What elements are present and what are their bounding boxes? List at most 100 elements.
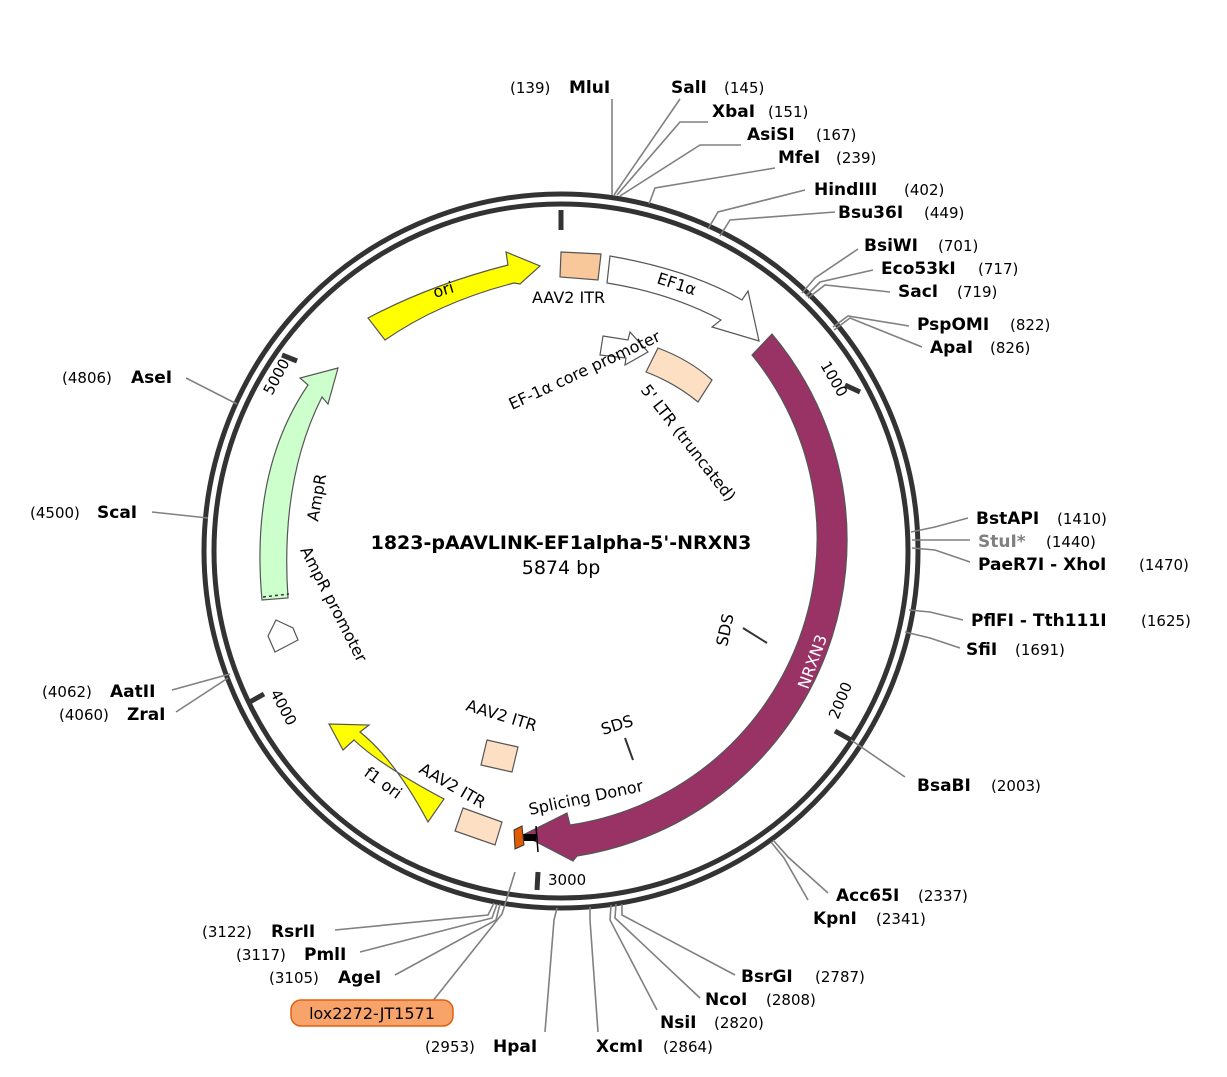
enzyme-name-rsrii[interactable]: RsrII	[271, 922, 315, 942]
leader-lox	[431, 871, 516, 1003]
enzyme-name-bsu36i[interactable]: Bsu36I	[838, 203, 903, 223]
enzyme-labels: (139) MluI SalI (145) XbaI (151) AsiSI (…	[30, 78, 1191, 1057]
tick-mark-1000	[843, 382, 862, 395]
enzyme-name-aatii[interactable]: AatII	[110, 682, 155, 702]
f1-ori-arrow[interactable]	[327, 723, 445, 824]
ltr-label: 5' LTR (truncated)	[637, 381, 740, 505]
lox-label: lox2272-JT1571	[309, 1004, 435, 1023]
enzyme-pos-nsii: (2820)	[714, 1014, 764, 1032]
enzyme-pos-zrai: (4060)	[59, 706, 109, 724]
enzyme-name-bsrgi[interactable]: BsrGI	[741, 967, 793, 987]
enzyme-pos-xcmi: (2864)	[663, 1038, 713, 1056]
enzyme-name-zrai[interactable]: ZraI	[127, 705, 166, 725]
tick-label-2000: 2000	[825, 679, 856, 721]
enzyme-name-acc65i[interactable]: Acc65I	[836, 886, 899, 906]
enzyme-name-asei[interactable]: AseI	[131, 368, 172, 388]
plasmid-title: 1823-pAAVLINK-EF1alpha-5'-NRXN3	[371, 532, 752, 554]
aav2-itr-top-box[interactable]	[559, 251, 602, 281]
enzyme-name-hindiii[interactable]: HindIII	[814, 180, 877, 200]
enzyme-name-hpai[interactable]: HpaI	[493, 1037, 537, 1057]
leader-sali	[613, 98, 681, 196]
enzyme-pos-saci: (719)	[957, 283, 997, 301]
enzyme-name-saci[interactable]: SacI	[898, 282, 938, 302]
plasmid-size: 5874 bp	[522, 557, 601, 579]
leader-bstapi	[910, 517, 969, 533]
ef1a-arrow[interactable]	[606, 255, 760, 342]
enzyme-name-bsiwi[interactable]: BsiWI	[864, 236, 918, 256]
leader-paer7i-xhoi	[911, 547, 971, 563]
leader-kpni	[770, 841, 809, 901]
leader-ncoi	[614, 903, 701, 999]
enzyme-pos-bsiwi: (701)	[938, 237, 978, 255]
nrxn3-arrow[interactable]	[521, 333, 848, 862]
enzyme-name-scai[interactable]: ScaI	[97, 503, 137, 523]
tick-mark-2000	[833, 728, 853, 743]
leader-acc65i	[772, 839, 829, 894]
enzyme-name-asisi[interactable]: AsiSI	[747, 125, 795, 145]
enzyme-pos-acc65i: (2337)	[918, 887, 968, 905]
leader-bsabi	[850, 739, 906, 778]
enzyme-name-nsii[interactable]: NsiI	[660, 1013, 697, 1033]
enzyme-name-sfii[interactable]: SfiI	[966, 640, 997, 660]
enzyme-name-mlui[interactable]: MluI	[569, 78, 610, 98]
lox-mark[interactable]	[513, 825, 525, 850]
enzyme-name-pflfi-tth111i[interactable]: PflFI - Tth111I	[971, 611, 1107, 631]
enzyme-name-paer7i-xhoi[interactable]: PaeR7I - XhoI	[978, 555, 1106, 575]
leader-saci	[807, 284, 891, 299]
backbone-outer-ring	[201, 191, 921, 911]
enzyme-name-apai[interactable]: ApaI	[930, 338, 973, 358]
tick-label-5000: 5000	[260, 356, 294, 398]
leader-sfii	[904, 631, 961, 649]
leader-agei	[394, 903, 501, 976]
f1-ori-label: f1 ori	[361, 763, 406, 803]
aav2-itr-inner-label: AAV2 ITR	[464, 696, 539, 736]
enzyme-leaders	[151, 98, 971, 1033]
leader-bsrgi	[621, 904, 736, 976]
enzyme-pos-bstapi: (1410)	[1057, 510, 1107, 528]
enzyme-pos-sali: (145)	[724, 79, 764, 97]
enzyme-name-bsabi[interactable]: BsaBI	[917, 776, 971, 796]
enzyme-pos-bsu36i: (449)	[924, 204, 964, 222]
enzyme-pos-aatii: (4062)	[42, 683, 92, 701]
enzyme-pos-pmli: (3117)	[236, 946, 286, 964]
leader-bsiwi	[801, 248, 859, 294]
leader-asisi	[619, 144, 741, 197]
enzyme-name-xcmi[interactable]: XcmI	[596, 1037, 643, 1057]
tick-label-3000: 3000	[548, 871, 586, 889]
leader-xcmi	[589, 907, 599, 1033]
enzyme-pos-stui: (1440)	[1046, 533, 1096, 551]
enzyme-name-pmli[interactable]: PmlI	[304, 945, 346, 965]
ampr-promoter-arrow[interactable]	[267, 619, 299, 653]
ef1a-core-arrow[interactable]	[599, 330, 649, 367]
aav2-itr-lower-box[interactable]	[454, 807, 503, 846]
lox-badge[interactable]	[290, 999, 454, 1027]
backbone-inner-ring	[211, 201, 911, 901]
aav2-itr-inner-box[interactable]	[480, 739, 519, 773]
enzyme-name-stui[interactable]: StuI*	[978, 532, 1026, 552]
enzyme-name-eco53ki[interactable]: Eco53kI	[881, 259, 956, 279]
leader-pmli	[359, 903, 498, 953]
sds-2-mark	[624, 737, 634, 761]
ampr-arrow[interactable]	[259, 367, 339, 601]
enzyme-name-sali[interactable]: SalI	[671, 78, 707, 98]
enzyme-name-kpni[interactable]: KpnI	[813, 909, 857, 929]
ampr-split	[262, 593, 290, 598]
enzyme-pos-pflfi-tth111i: (1625)	[1141, 612, 1191, 630]
enzyme-name-pspomi[interactable]: PspOMI	[917, 315, 989, 335]
enzyme-name-ncoi[interactable]: NcoI	[705, 990, 747, 1010]
leader-hpai	[544, 907, 558, 1033]
enzyme-name-agei[interactable]: AgeI	[338, 968, 381, 988]
ori-arrow[interactable]	[367, 251, 542, 341]
enzyme-name-xbai[interactable]: XbaI	[712, 102, 755, 122]
enzyme-pos-sfii: (1691)	[1015, 641, 1065, 659]
leader-aatii	[171, 673, 231, 691]
enzyme-pos-apai: (826)	[990, 339, 1030, 357]
enzyme-pos-pspomi: (822)	[1010, 316, 1050, 334]
enzyme-name-mfei[interactable]: MfeI	[778, 148, 820, 168]
tick-mark-4000	[246, 691, 266, 706]
ltr-box[interactable]	[645, 347, 713, 403]
ef1a-core-label: EF-1α core promoter	[506, 327, 664, 414]
leader-scai	[151, 511, 209, 519]
enzyme-name-bstapi[interactable]: BstAPI	[976, 509, 1039, 529]
